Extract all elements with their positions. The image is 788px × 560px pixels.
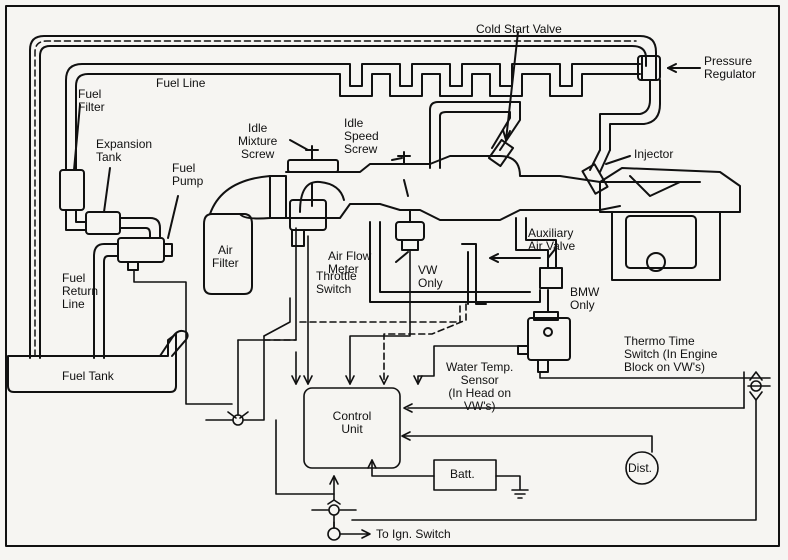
- label-fuel-tank: Fuel Tank: [62, 369, 114, 383]
- control-unit-box: [303, 387, 401, 469]
- sensor-block: [517, 289, 571, 373]
- label-to-ign-switch: To Ign. Switch: [376, 527, 451, 541]
- label-idle-speed-screw: Idle Speed Screw: [344, 116, 379, 156]
- label-batt: Batt.: [450, 467, 475, 481]
- injector-unit: [581, 155, 631, 195]
- air-filter-shape: [203, 175, 287, 295]
- pressure-regulator: [599, 55, 701, 151]
- label-pressure-regulator: Pressure Regulator: [704, 54, 757, 81]
- label-expansion-tank: Expansion Tank: [96, 137, 153, 164]
- label-control-unit: Control Unit: [332, 409, 372, 436]
- intake-manifold: [285, 155, 701, 247]
- distributor-circle: [625, 451, 659, 485]
- label-fuel-filter: Fuel Filter: [78, 87, 105, 114]
- label-throttle-switch: Throttle Switch: [316, 269, 357, 296]
- fuel-return-line-pipe: [29, 35, 657, 359]
- label-injector: Injector: [634, 147, 674, 161]
- label-fuel-return-line: Fuel Return Line: [62, 271, 99, 311]
- wiring: [133, 227, 771, 541]
- idle-screws: [289, 139, 411, 165]
- fuel-rail-loop: [429, 101, 611, 173]
- battery-box: [433, 459, 497, 491]
- label-air-filter: Air Filter: [212, 243, 239, 270]
- label-bmw-only: BMW Only: [570, 285, 600, 312]
- label-dist: Dist.: [628, 461, 652, 475]
- label-fuel-pump: Fuel Pump: [172, 161, 204, 188]
- fuel-filter-assembly: [59, 104, 87, 231]
- diagram-frame: [5, 5, 780, 547]
- label-water-temp-sensor: Water Temp. Sensor (In Head on VW's): [446, 360, 514, 413]
- label-fuel-line: Fuel Line: [156, 76, 206, 90]
- label-vw-only: VW Only: [418, 263, 443, 290]
- auxiliary-air-valve-shape: [369, 217, 563, 305]
- label-idle-mixture-screw: Idle Mixture Screw: [238, 121, 278, 161]
- label-cold-start-valve: Cold Start Valve: [476, 22, 562, 36]
- label-auxiliary-air-valve: Auxiliary Air Valve: [528, 226, 576, 253]
- fuel-line-pipe: [65, 63, 641, 171]
- label-air-flow-meter: Air Flow Meter: [328, 249, 372, 276]
- label-thermo-time-switch: Thermo Time Switch (In Engine Block on V…: [624, 334, 718, 374]
- expansion-tank-assembly: [85, 167, 161, 239]
- fuel-pump-assembly: [93, 195, 179, 359]
- engine-cylinder: [599, 167, 741, 281]
